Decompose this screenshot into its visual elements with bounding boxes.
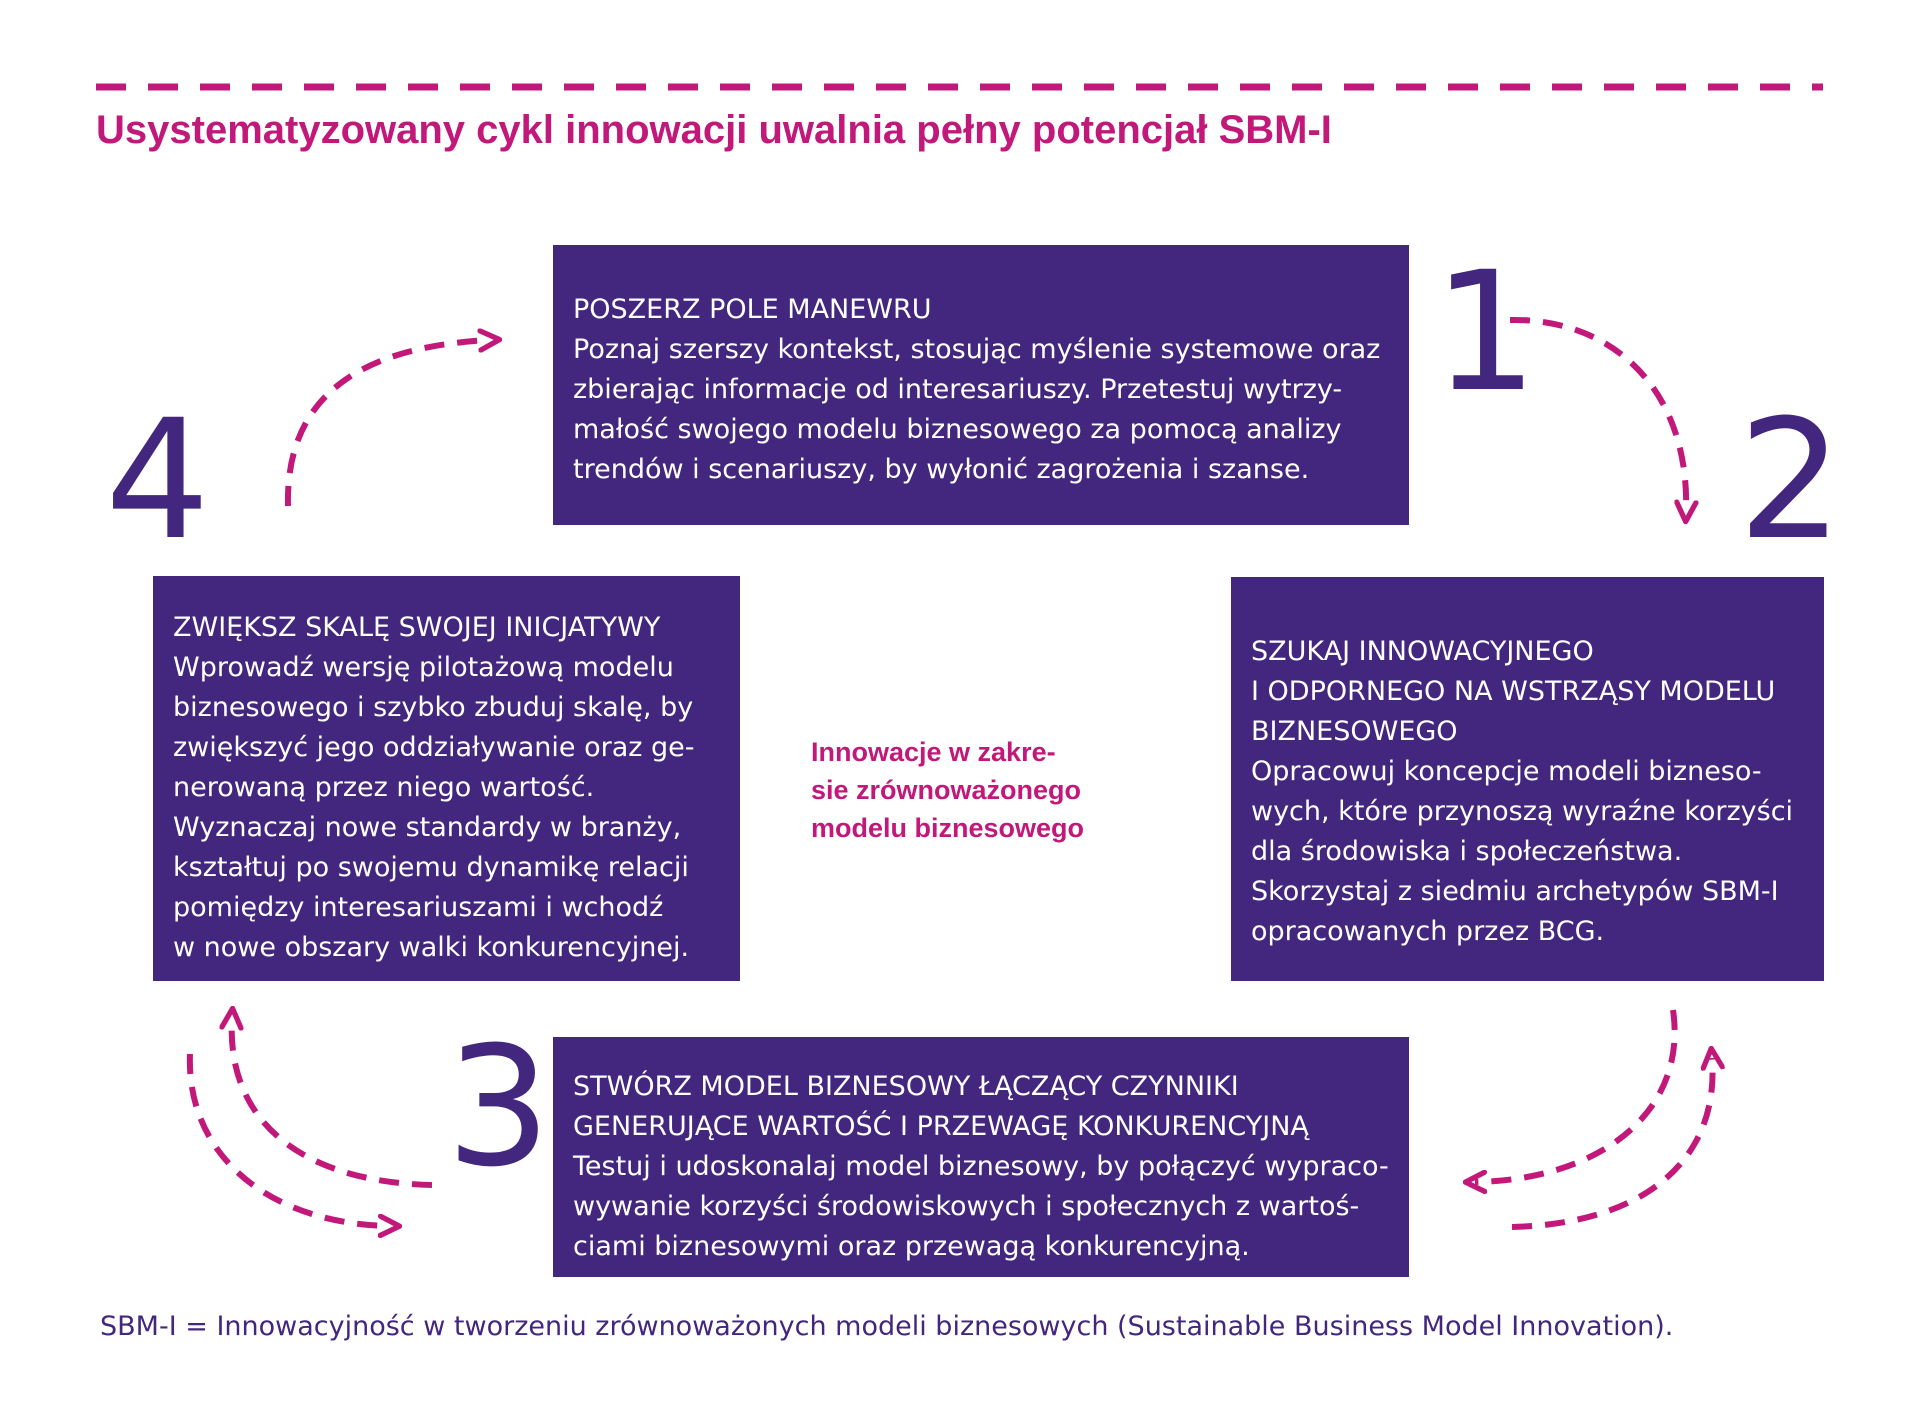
step-4-body-line: Wyznaczaj nowe standardy w branży, [173, 812, 682, 843]
center-label-line: modelu biznesowego [811, 813, 1085, 843]
arrow-4-to-1 [284, 340, 490, 507]
step-number-3: 3 [446, 1011, 551, 1203]
step-number-4: 4 [105, 384, 210, 576]
step-3-heading: GENERUJĄCE WARTOŚĆ I PRZEWAGĘ KONKURENCY… [573, 1111, 1309, 1142]
arrow-2-to-3-outer [1475, 1009, 1678, 1182]
step-box-2: SZUKAJ INNOWACYJNEGO I ODPORNEGO NA WSTR… [1231, 577, 1824, 981]
step-2-heading: SZUKAJ INNOWACYJNEGO [1251, 636, 1594, 667]
arrow-3-to-4-inner [232, 1018, 433, 1188]
step-4-body-line: Wprowadź wersję pilotażową modelu [173, 652, 674, 683]
step-1-body-line: zbierając informacje od interesariuszy. … [573, 374, 1343, 405]
center-label-line: sie zrównoważonego [811, 775, 1082, 805]
arrow-2-to-3-inner [1511, 1058, 1713, 1230]
step-box-3: STWÓRZ MODEL BIZNESOWY ŁĄCZĄCY CZYNNIKI … [553, 1037, 1409, 1277]
step-4-body-line: nerowaną przez niego wartość. [173, 772, 595, 803]
page-title: Usystematyzowany cykl innowacji uwalnia … [96, 108, 1332, 152]
top-dashed-rule [96, 83, 1823, 91]
step-4-body-line: w nowe obszary walki konkurencyjnej. [173, 932, 690, 963]
step-2-body-line: opracowanych przez BCG. [1251, 916, 1605, 947]
step-1-body-line: małość swojego modelu biznesowego za pom… [573, 414, 1342, 445]
step-box-1: POSZERZ POLE MANEWRU Poznaj szerszy kont… [553, 245, 1409, 525]
step-2-heading: BIZNESOWEGO [1251, 716, 1458, 747]
step-1-heading: POSZERZ POLE MANEWRU [573, 294, 932, 325]
center-label: Innowacje w zakre- sie zrównoważonego mo… [811, 733, 1141, 847]
step-3-body-line: Testuj i udoskonalaj model biznesowy, by… [573, 1151, 1389, 1182]
step-number-2: 2 [1738, 384, 1843, 576]
step-2-heading: I ODPORNEGO NA WSTRZĄSY MODELU [1251, 676, 1776, 707]
step-2-body-line: dla środowiska i społeczeństwa. [1251, 836, 1683, 867]
step-4-body-line: zwiększyć jego oddziaływanie oraz ge- [173, 732, 695, 763]
step-2-body-line: Skorzystaj z siedmiu archetypów SBM-I [1251, 876, 1779, 907]
step-1-body-line: Poznaj szerszy kontekst, stosując myślen… [573, 334, 1381, 365]
step-4-body-line: biznesowego i szybko zbuduj skalę, by [173, 692, 694, 723]
footnote: SBM-I = Innowacyjność w tworzeniu zrówno… [100, 1311, 1674, 1342]
step-box-4: ZWIĘKSZ SKALĘ SWOJEJ INICJATYWY Wprowadź… [153, 576, 740, 981]
arrow-3-to-4-outer [186, 1053, 390, 1226]
step-2-body-line: wych, które przynoszą wyraźne korzyści [1251, 796, 1794, 827]
center-label-line: Innowacje w zakre- [811, 737, 1056, 767]
step-3-body-line: ciami biznesowymi oraz przewagą konkuren… [573, 1231, 1250, 1262]
step-2-body-line: Opracowuj koncepcje modeli bizneso- [1251, 756, 1762, 787]
step-3-body-line: wywanie korzyści środowiskowych i społec… [573, 1191, 1360, 1222]
step-3-heading: STWÓRZ MODEL BIZNESOWY ŁĄCZĄCY CZYNNIKI [573, 1071, 1239, 1102]
step-number-1: 1 [1433, 236, 1538, 428]
step-1-body-line: trendów i scenariuszy, by wyłonić zagroż… [573, 454, 1310, 485]
step-4-heading: ZWIĘKSZ SKALĘ SWOJEJ INICJATYWY [173, 612, 661, 643]
step-4-body-line: kształtuj po swojemu dynamikę relacji [173, 852, 689, 883]
step-4-body-line: pomiędzy interesariuszami i wchodź [173, 892, 664, 923]
